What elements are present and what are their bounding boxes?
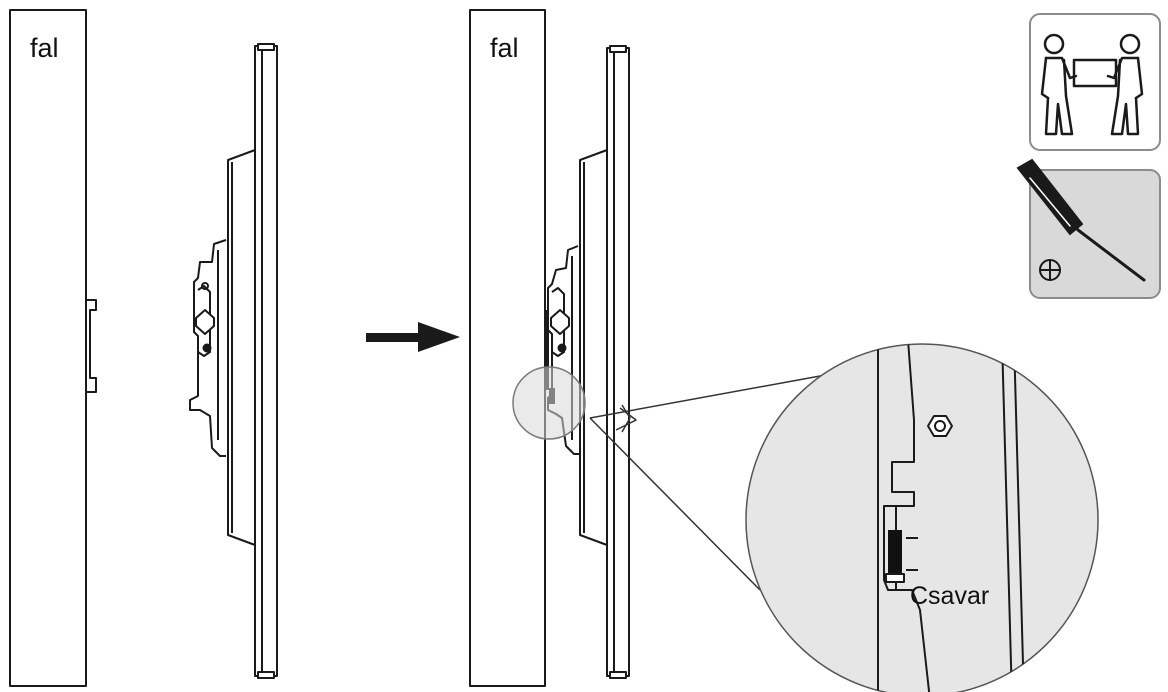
wall-label-right: fal [490, 33, 519, 63]
wall-left [9, 9, 87, 687]
screw-label: Csavar [910, 582, 990, 610]
wall-right [469, 9, 546, 687]
wall-label-left: fal [30, 33, 59, 63]
tv-panel-right [579, 45, 630, 679]
step-arrow [366, 322, 460, 352]
zoom-source-circle [512, 366, 586, 440]
zoom-callout-lines [589, 371, 843, 591]
tv-bracket-left [189, 239, 227, 457]
two-person-lift-icon [1029, 13, 1161, 151]
zoom-detail-content [877, 344, 1025, 692]
wall-bracket-left [86, 299, 97, 393]
zoom-detail-circle [745, 343, 1099, 692]
phillips-screwdriver-icon [1016, 158, 1161, 299]
tv-panel-left [227, 43, 278, 679]
